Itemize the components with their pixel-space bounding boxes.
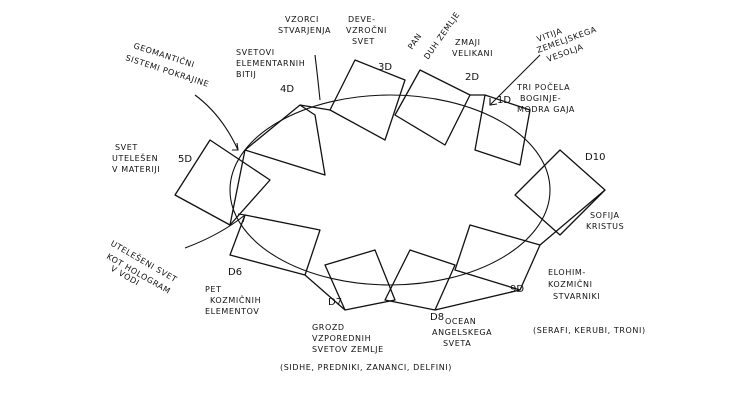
shape-d6 (229, 214, 321, 276)
text-deve-3: SVET (352, 37, 375, 46)
arrow-geomanticni (194, 94, 239, 151)
shape-9d (454, 224, 541, 291)
shape-d10 (514, 149, 606, 236)
text-vzorci-1: VZORCI (285, 15, 319, 24)
text-svetovi-3: BITIJ (236, 70, 256, 79)
arrow-utelesenisvet (184, 214, 246, 249)
text-zmaji-2: VELIKANI (452, 49, 493, 58)
text-svet-2: UTELEŠEN (112, 152, 158, 163)
text-grozd-2: VZPOREDNIH (312, 334, 371, 343)
text-vzorci-2: STVARJENJA (278, 26, 331, 35)
shape-1d (474, 94, 531, 166)
shape-d7 (324, 249, 396, 311)
arrowhead-geomanticni (232, 142, 239, 151)
text-grozd-1: GROZD (312, 323, 345, 332)
text-pet-1: PET (205, 285, 222, 294)
shape-links (229, 94, 606, 311)
central-ellipse (229, 94, 551, 286)
text-tripocela-3: MODRA GAJA (517, 105, 575, 114)
shape-3d (329, 59, 406, 141)
text-grozd-3: SVETOV ZEMLJE (312, 345, 384, 354)
label-9d: 9D (510, 284, 524, 295)
text-pan-1: PAN (406, 32, 423, 52)
text-svetovi-2: ELEMENTARNIH (236, 59, 305, 68)
text-ocean-3: SVETA (443, 339, 471, 348)
shape-2d (394, 69, 471, 146)
text-grozd-4: (SIDHE, PREDNIKI, ZANANCI, DELFINI) (280, 363, 452, 372)
text-svetovi-1: SVETOVI (236, 48, 275, 57)
arrowhead-vitija (489, 98, 498, 106)
text-deve-1: DEVE- (348, 15, 376, 24)
text-zmaji-1: ZMAJI (455, 38, 481, 47)
text-svet-1: SVET (115, 143, 138, 152)
shape-4d (244, 104, 326, 176)
text-ocean-1: OCEAN (445, 317, 476, 326)
text-sofija-1: SOFIJA (590, 211, 620, 220)
text-elohim-1: ELOHIM- (548, 268, 586, 277)
label-d10: D10 (585, 152, 605, 163)
arrow-vzorci (314, 54, 321, 101)
label-2d: 2D (465, 72, 479, 83)
text-pet-3: ELEMENTOV (205, 307, 259, 316)
text-svet-3: V MATERIJI (112, 165, 160, 174)
label-d6: D6 (228, 267, 242, 278)
text-tripocela-1: TRI POČELA (516, 81, 570, 92)
text-ocean-2: ANGELSKEGA (432, 328, 492, 337)
text-elohim-2: KOZMIČNI (548, 278, 593, 289)
arrow-vitija (489, 54, 541, 106)
text-elohim-4: (SERAFI, KERUBI, TRONI) (533, 326, 646, 335)
label-3d: 3D (378, 62, 392, 73)
text-elohim-3: STVARNIKI (553, 292, 600, 301)
label-d7: D7 (328, 297, 342, 308)
label-d8: D8 (430, 312, 444, 323)
text-deve-2: VZROČNI (346, 24, 387, 35)
label-4d: 4D (280, 84, 294, 95)
text-tripocela-2: BOGINJE- (520, 94, 561, 103)
label-5d: 5D (178, 154, 192, 165)
text-sofija-2: KRISTUS (586, 222, 624, 231)
text-pet-2: KOZMIČNIH (210, 294, 261, 305)
arrowhead-utelesenisvet (237, 213, 246, 223)
label-1d: 1D (497, 95, 511, 106)
shape-d8 (384, 249, 456, 311)
